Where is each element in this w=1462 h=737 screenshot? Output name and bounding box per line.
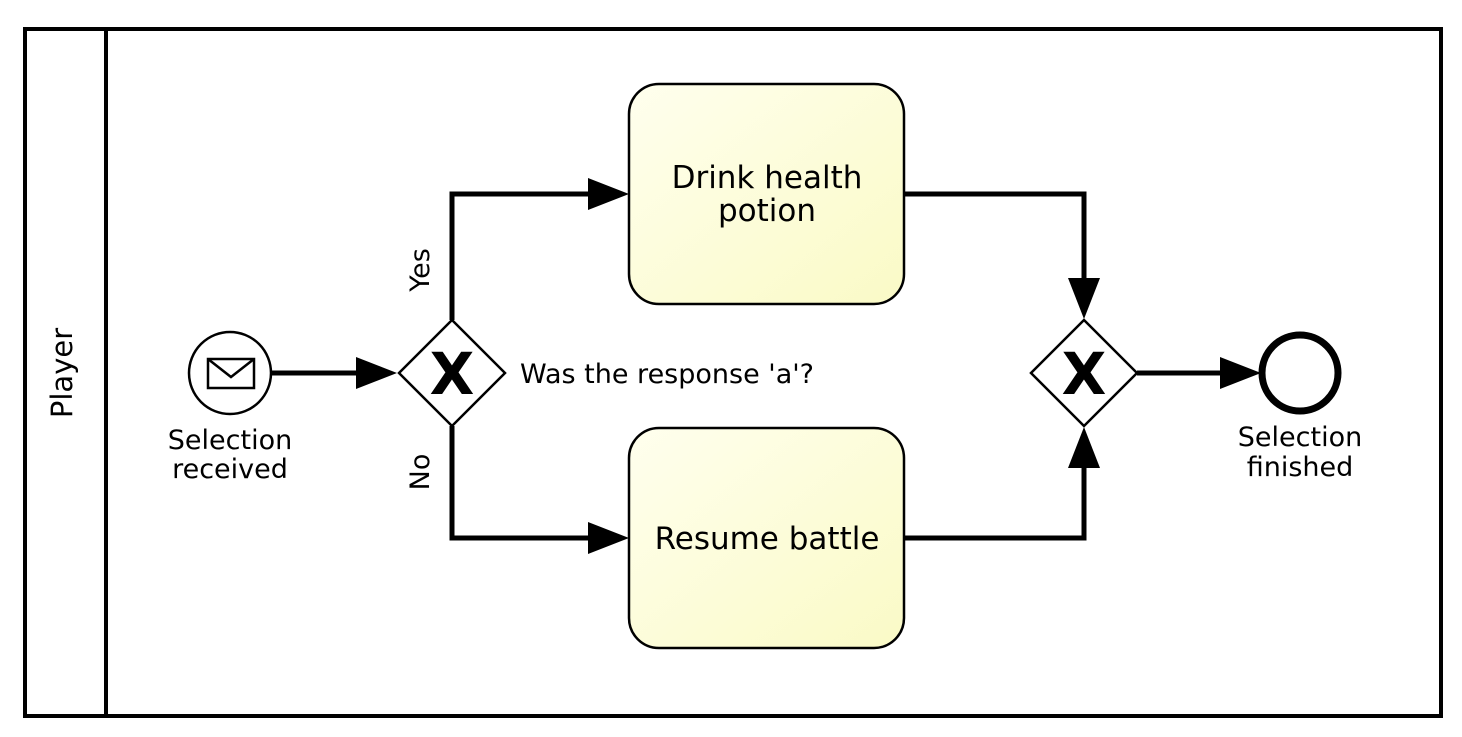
gateway-x-marker-icon: X bbox=[1062, 340, 1107, 408]
task-resume-battle[interactable]: Resume battle bbox=[627, 426, 906, 650]
end-event[interactable]: Selection finished bbox=[1238, 331, 1362, 483]
task-drink-label-line2: potion bbox=[718, 193, 816, 229]
start-event-label-line2: received bbox=[172, 454, 288, 485]
flow-no[interactable] bbox=[449, 426, 590, 541]
end-event-label-line1: Selection bbox=[1238, 422, 1362, 453]
exclusive-gateway-join[interactable]: X bbox=[1029, 318, 1139, 428]
gateway-diamond[interactable] bbox=[1029, 318, 1139, 428]
gateway-question-label: Was the response 'a'? bbox=[520, 359, 814, 390]
sequence-flows bbox=[272, 178, 1261, 554]
arrowhead-icon bbox=[356, 357, 397, 389]
envelope-icon bbox=[206, 357, 256, 390]
task-resume-label: Resume battle bbox=[655, 521, 880, 557]
task-drink-label-line1: Drink health bbox=[672, 160, 863, 196]
flow-yes[interactable] bbox=[449, 191, 590, 320]
end-event-circle[interactable] bbox=[1258, 331, 1342, 415]
end-event-label-line2: finished bbox=[1247, 452, 1354, 483]
arrowhead-icon bbox=[1220, 357, 1261, 389]
flow-resume-to-join[interactable] bbox=[904, 466, 1087, 541]
arrowhead-icon bbox=[588, 178, 629, 210]
lane-label: Player bbox=[45, 328, 79, 418]
arrowhead-icon bbox=[1068, 427, 1100, 468]
no-label: No bbox=[405, 454, 436, 491]
start-event[interactable]: Selection received bbox=[168, 330, 292, 485]
flow-drink-to-join[interactable] bbox=[904, 191, 1087, 280]
yes-label: Yes bbox=[405, 248, 436, 293]
start-event-label-line1: Selection bbox=[168, 425, 292, 456]
exclusive-gateway-split[interactable]: X Was the response 'a'? bbox=[397, 318, 814, 428]
arrowhead-icon bbox=[588, 522, 629, 554]
task-box[interactable] bbox=[627, 426, 906, 650]
gateway-diamond[interactable] bbox=[397, 318, 507, 428]
task-drink-health-potion[interactable]: Drink health potion bbox=[627, 82, 906, 306]
arrowhead-icon bbox=[1068, 278, 1100, 319]
task-box[interactable] bbox=[627, 82, 906, 306]
gateway-x-marker-icon: X bbox=[430, 340, 475, 408]
